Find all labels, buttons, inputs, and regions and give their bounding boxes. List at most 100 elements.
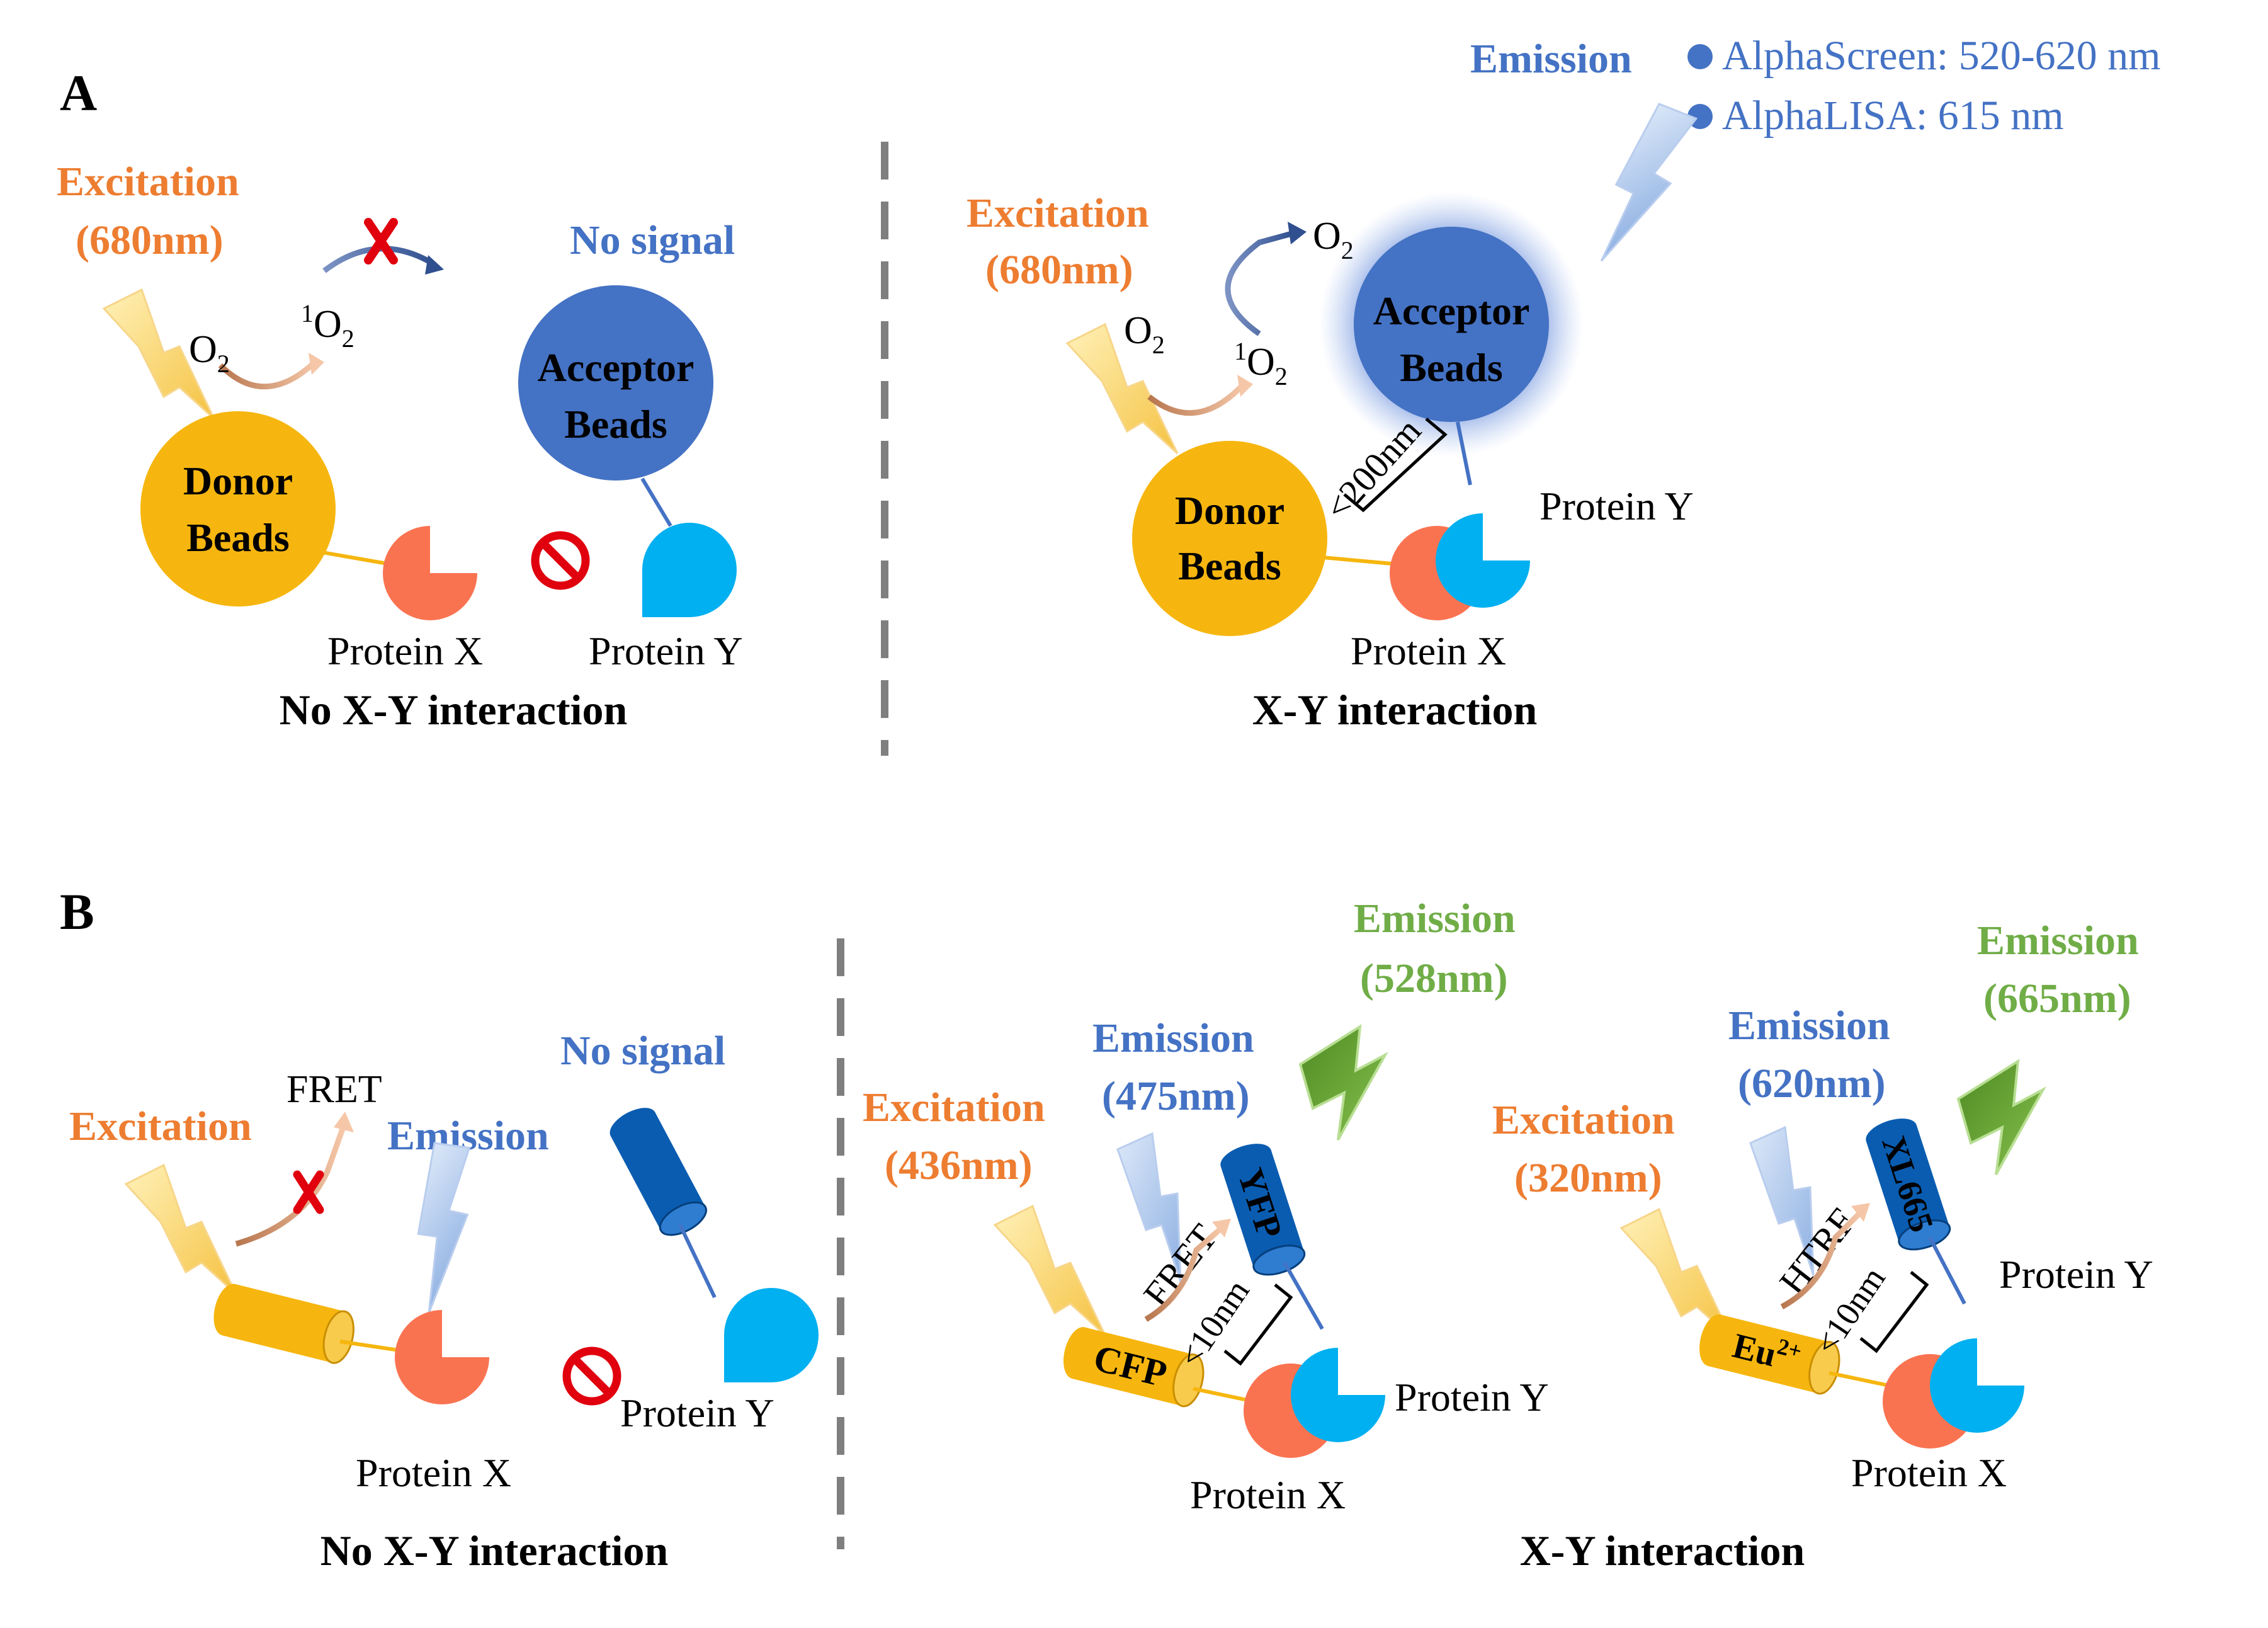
distance-bracket	[1343, 418, 1448, 513]
o2-label: O	[189, 328, 217, 371]
donor-bead	[1132, 441, 1327, 636]
fret-label: FRET	[286, 1068, 382, 1111]
emission-blue-wavelength: (475nm)	[1102, 1073, 1250, 1119]
emission-lightning-icon	[1600, 103, 1698, 262]
excitation-wavelength: (320nm)	[1514, 1155, 1662, 1201]
emission-blue-label: Emission	[1092, 1015, 1254, 1061]
svg-text:1O2: 1O2	[1234, 337, 1288, 390]
emission-blue-wavelength: (620nm)	[1738, 1061, 1886, 1107]
donor-label-line2: Beads	[186, 515, 290, 560]
svg-text:O2: O2	[189, 328, 230, 378]
excitation-label: Excitation	[863, 1084, 1045, 1130]
protein-y-label: Protein Y	[1999, 1252, 2153, 1297]
panel-b-fret: Emission (528nm) Emission (475nm) Excita…	[863, 896, 1549, 1517]
emission-green-label: Emission	[1977, 918, 2139, 964]
cfp-cylinder: CFP	[1063, 1327, 1205, 1408]
svg-text:1O2: 1O2	[301, 299, 354, 353]
curved-arrow-icon	[1780, 1210, 1863, 1309]
protein-y-label: Protein Y	[1395, 1375, 1549, 1420]
panel-b-htrf: Emission (665nm) Emission (620nm) Excita…	[1492, 918, 2153, 1495]
excitation-label: Excitation	[967, 190, 1149, 236]
acceptor-label-line2: Beads	[564, 402, 667, 447]
curved-arrow-icon	[1144, 1226, 1223, 1322]
protein-y-label: Protein Y	[589, 629, 743, 673]
singlet-superscript: 1	[301, 299, 314, 327]
no-signal-label: No signal	[570, 217, 735, 263]
o2-top-label: O	[1313, 215, 1341, 258]
protein-x-shape	[395, 1310, 489, 1404]
red-x-icon	[364, 218, 398, 265]
emission-green-label: Emission	[1354, 896, 1516, 942]
curved-arrow-icon	[235, 1126, 346, 1247]
singlet-o-label: O	[314, 303, 342, 346]
singlet-subscript: 2	[1275, 362, 1288, 390]
protein-x-label: Protein X	[1851, 1450, 2007, 1495]
donor-bead	[140, 411, 336, 606]
o2-label: O	[1124, 309, 1152, 352]
excitation-wavelength: (436nm)	[885, 1142, 1033, 1188]
forbidden-icon	[531, 531, 590, 590]
protein-y-label: Protein Y	[620, 1391, 774, 1435]
acceptor-bead	[1354, 227, 1549, 422]
distance-bracket	[1223, 1284, 1293, 1366]
protein-x-shape	[383, 526, 477, 620]
emission-green-wavelength: (528nm)	[1360, 955, 1508, 1001]
panel-a-right: Emission AlphaScreen: 520-620 nm AlphaLI…	[967, 33, 2161, 734]
acceptor-label-line1: Acceptor	[538, 345, 695, 390]
curved-arrow-icon	[322, 246, 436, 273]
o2-subscript: 2	[217, 350, 230, 378]
emission-green-wavelength: (665nm)	[1983, 976, 2131, 1022]
caption-interaction-a: X-Y interaction	[1252, 686, 1538, 734]
excitation-label: Excitation	[57, 159, 239, 205]
legend-alphascreen: AlphaScreen: 520-620 nm	[1722, 33, 2161, 79]
curved-arrow-icon	[1147, 382, 1246, 416]
acceptor-bead	[518, 285, 713, 481]
donor-cylinder	[213, 1284, 354, 1364]
singlet-superscript: 1	[1234, 337, 1247, 365]
excitation-wavelength: (680nm)	[985, 247, 1133, 293]
red-x-icon	[293, 1170, 324, 1214]
caption-no-interaction-b: No X-Y interaction	[320, 1527, 669, 1574]
protein-y-shape	[724, 1288, 819, 1382]
svg-text:O2: O2	[1124, 309, 1165, 359]
acceptor-label-line2: Beads	[1400, 345, 1503, 390]
eu-cylinder: Eu2+	[1699, 1314, 1840, 1395]
protein-x-label: Protein X	[327, 629, 483, 673]
excitation-lightning-icon	[125, 1164, 237, 1295]
protein-y-shape	[642, 523, 737, 617]
donor-label-line1: Donor	[1175, 488, 1284, 533]
protein-y-label: Protein Y	[1539, 484, 1694, 528]
curved-arrow-icon	[1225, 230, 1295, 336]
acceptor-label-line1: Acceptor	[1373, 288, 1530, 333]
protein-y-shape	[1291, 1348, 1385, 1442]
donor-label-line1: Donor	[183, 458, 293, 503]
emission-lightning-icon	[1957, 1060, 2044, 1176]
donor-label-line2: Beads	[1178, 544, 1281, 588]
protein-x-label: Protein X	[1351, 629, 1506, 673]
panel-b-left: Excitation FRET Emission Protein X No si…	[69, 1028, 819, 1574]
yfp-label: YFP	[1230, 1163, 1291, 1243]
singlet-o-label: O	[1247, 341, 1275, 384]
distance-bracket	[1859, 1271, 1929, 1353]
cfp-label: CFP	[1090, 1337, 1171, 1395]
forbidden-icon	[562, 1346, 621, 1406]
xl665-cylinder: XL665	[1866, 1119, 1951, 1251]
protein-x-label: Protein X	[356, 1450, 511, 1495]
emission-lightning-icon	[417, 1142, 471, 1314]
excitation-label: Excitation	[1492, 1097, 1675, 1143]
excitation-wavelength: (680nm)	[76, 217, 224, 263]
acceptor-cylinder	[610, 1108, 707, 1236]
protein-y-shape	[1930, 1338, 2024, 1433]
caption-interaction-b: X-Y interaction	[1520, 1527, 1805, 1574]
caption-no-interaction-a: No X-Y interaction	[280, 686, 628, 734]
legend-alphalisa: AlphaLISA: 615 nm	[1722, 93, 2064, 139]
panel-a-label: A	[60, 64, 97, 122]
protein-x-label: Protein X	[1190, 1472, 1346, 1517]
emission-lightning-icon	[1299, 1025, 1386, 1141]
eu-superscript: 2+	[1775, 1333, 1805, 1363]
emission-blue-label: Emission	[1728, 1003, 1890, 1049]
singlet-subscript: 2	[342, 324, 354, 353]
excitation-label: Excitation	[69, 1103, 252, 1149]
emission-label: Emission	[1470, 36, 1632, 82]
